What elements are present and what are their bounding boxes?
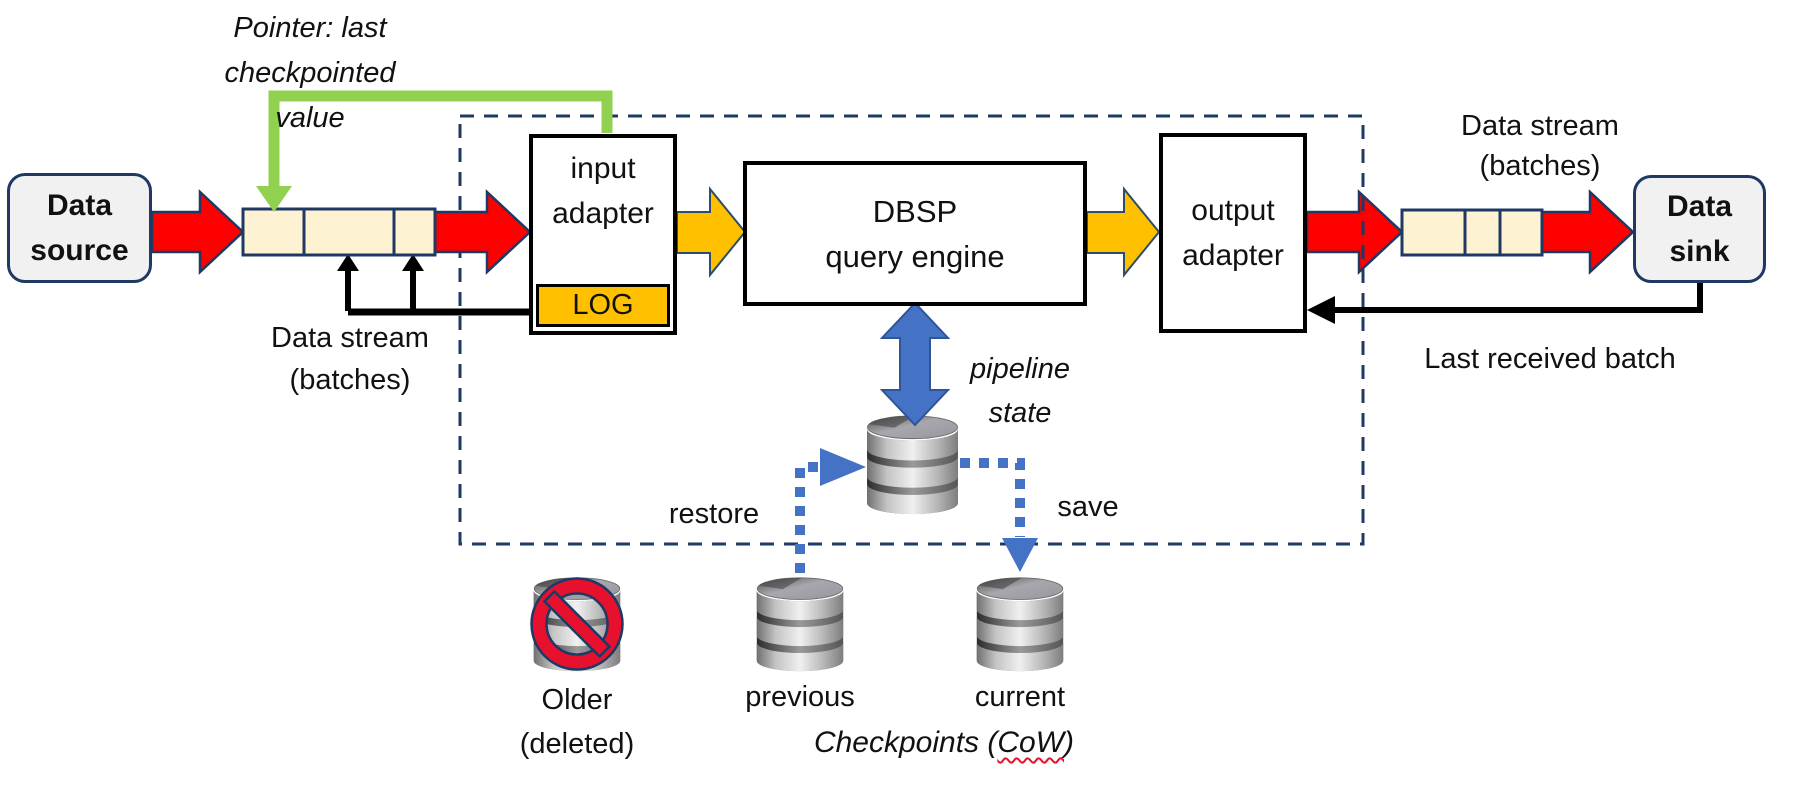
checkpoints-caption-suffix: ): [1064, 726, 1075, 759]
checkpoints-cow-caption: Checkpoints (CoW): [774, 722, 1114, 764]
dbsp-query-engine-node: DBSP query engine: [743, 161, 1087, 306]
log-label: LOG: [572, 289, 634, 321]
checkpoints-caption-prefix: Checkpoints (: [813, 726, 998, 759]
log-feedback-line: [337, 254, 529, 316]
input-adapter-label: input adapter: [552, 138, 654, 236]
restore-label: restore: [668, 498, 760, 530]
database-icon: [756, 577, 844, 672]
previous-checkpoint-label: previous: [745, 681, 855, 713]
red-block-arrow-buffer-to-input: [433, 189, 532, 275]
pointer-label-line1: Pointer: last: [233, 12, 387, 44]
older-deleted-checkpoint-label: Older (deleted): [497, 678, 657, 766]
input-adapter-line2: adapter: [552, 197, 654, 230]
stream-right-line1: Data stream: [1461, 110, 1619, 142]
input-adapter-line1: input: [570, 152, 636, 185]
data-source-line1: Data: [46, 189, 113, 222]
red-block-arrow-output-to-buffer: [1305, 189, 1404, 275]
pipeline-state-label: pipeline state: [920, 347, 1120, 435]
red-block-arrow-buffer-to-sink: [1540, 189, 1635, 275]
log-strip: LOG: [536, 284, 670, 327]
data-stream-batches-label-right: Data stream (batches): [1415, 106, 1665, 186]
data-source-line2: source: [30, 234, 129, 267]
stream-left-line2: (batches): [289, 364, 411, 396]
pointer-label-line3: value: [275, 102, 345, 134]
dbsp-line2: query engine: [825, 238, 1005, 274]
yellow-block-arrow-dbsp-to-output: [1086, 186, 1161, 278]
data-stream-batches-label-left: Data stream (batches): [225, 317, 475, 401]
output-adapter-node: output adapter: [1159, 133, 1307, 333]
save-dotted-arrow: [960, 458, 1038, 572]
no-entry-icon: [530, 577, 624, 671]
database-icon: [976, 577, 1064, 672]
last-received-batch-label: Last received batch: [1424, 343, 1676, 375]
dbsp-line1: DBSP: [872, 193, 958, 229]
data-sink-line1: Data: [1666, 190, 1733, 223]
red-block-arrow-source-to-buffer: [150, 189, 245, 275]
older-line2: (deleted): [519, 728, 635, 760]
pointer-label-line2: checkpointed: [224, 57, 396, 89]
stream-right-line2: (batches): [1479, 150, 1601, 182]
blue-double-arrow: [879, 301, 951, 427]
older-line1: Older: [541, 684, 613, 716]
yellow-block-arrow-input-to-dbsp: [676, 186, 747, 278]
system-boundary-dashed-box: [458, 114, 1365, 546]
input-adapter-node: input adapter LOG: [529, 134, 677, 335]
checkpoints-caption-cow: CoW: [997, 726, 1065, 759]
data-sink-line2: sink: [1669, 235, 1730, 268]
data-source-node: Data source: [7, 173, 152, 283]
last-received-batch-line: [1307, 283, 1703, 324]
pipeline-state-line2: state: [988, 397, 1052, 429]
restore-dotted-arrow: [795, 448, 866, 577]
stream-left-line1: Data stream: [271, 322, 429, 354]
green-pointer-arrow: [256, 90, 613, 212]
save-label: save: [1057, 491, 1119, 523]
input-stream-buffer: [241, 207, 437, 257]
data-sink-node: Data sink: [1633, 175, 1766, 283]
output-adapter-line1: output: [1191, 194, 1275, 227]
pointer-last-checkpointed-label: Pointer: last checkpointed value: [155, 6, 465, 141]
output-adapter-line2: adapter: [1182, 239, 1284, 272]
current-checkpoint-label: current: [974, 681, 1066, 713]
pipeline-state-line1: pipeline: [970, 353, 1070, 385]
output-stream-buffer: [1400, 208, 1544, 257]
